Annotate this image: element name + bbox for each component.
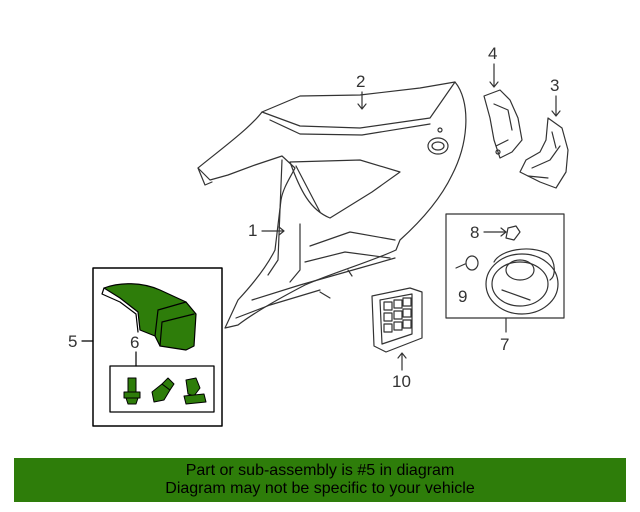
- arrow-1: [278, 226, 285, 236]
- callout-8: 8: [470, 223, 480, 242]
- callout-4: 4: [488, 44, 498, 63]
- liner-part-5: [101, 283, 197, 351]
- arrow-3: [551, 110, 561, 117]
- highlight-group-box-5: [92, 267, 223, 427]
- fuel-door-group-box: [445, 213, 565, 319]
- callout-10: 10: [392, 372, 411, 391]
- fastener-group-box-6: [109, 365, 215, 413]
- arrow-2: [357, 103, 367, 110]
- bracket-part-3: [519, 117, 569, 189]
- banner-line-2: Diagram may not be specific to your vehi…: [165, 480, 475, 497]
- callout-5: 5: [68, 332, 78, 351]
- vent-part-10: [371, 287, 423, 353]
- arrow-4: [489, 81, 499, 88]
- fastener-clips: [123, 377, 207, 405]
- callout-9: 9: [458, 287, 468, 306]
- arrow-8: [500, 227, 507, 237]
- banner-line-1: Part or sub-assembly is #5 in diagram: [185, 462, 455, 479]
- fuel-door-part-7: [485, 248, 559, 315]
- diagram-notice-banner: Part or sub-assembly is #5 in diagram Di…: [14, 458, 626, 502]
- callout-2: 2: [356, 72, 366, 91]
- part-9-grommet: [465, 255, 479, 271]
- arrow-10: [397, 352, 407, 359]
- leader-9: [455, 263, 466, 269]
- parts-diagram: [81, 63, 569, 427]
- callout-1: 1: [248, 221, 258, 240]
- bracket-part-4: [483, 89, 523, 159]
- quarter-panel-part: [197, 81, 467, 329]
- part-8-clip: [505, 225, 521, 241]
- callout-6: 6: [130, 333, 140, 352]
- callout-7: 7: [500, 335, 510, 354]
- callout-3: 3: [550, 76, 560, 95]
